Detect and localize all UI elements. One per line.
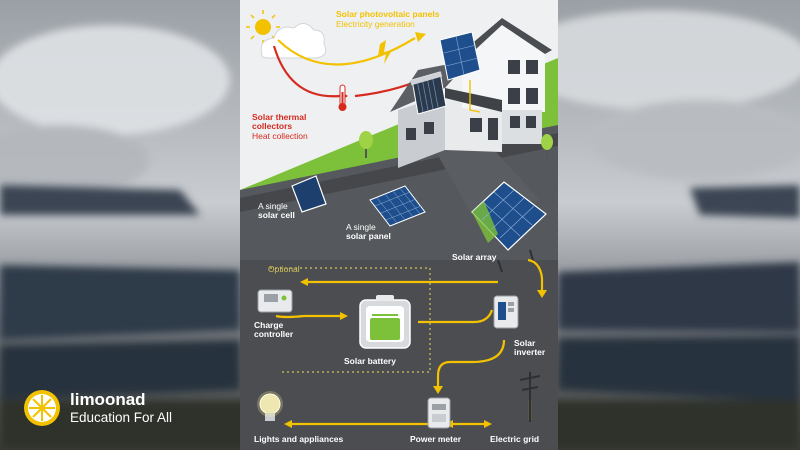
brand-name: limoonad (70, 390, 146, 409)
solar-cell (291, 175, 327, 213)
brand-watermark: limoonad Education For All (22, 388, 172, 433)
lights-label: Lights and appliances (254, 434, 344, 444)
pv-title-text: Solar photovoltaic panels (336, 9, 440, 19)
pv-energy-arrow (277, 37, 416, 66)
infographic-drawing (240, 0, 558, 450)
battery-icon (359, 295, 411, 349)
panel-label-line1: A single (346, 222, 376, 232)
roof-pv-panels (439, 31, 481, 81)
heat-energy-arrow (272, 45, 341, 98)
meter-label: Power meter (410, 434, 462, 444)
pv-title: Solar photovoltaic panels (336, 9, 439, 19)
thermal-title-line2: collectors (252, 121, 293, 131)
inverter-label-line1: Solar (514, 338, 536, 348)
lemon-slice-icon (24, 390, 60, 426)
inverter (493, 295, 519, 329)
battery-label: Solar battery (344, 356, 396, 366)
lightning-icon (378, 40, 392, 64)
power-flow-lines (275, 258, 544, 426)
sun-icon (246, 10, 280, 44)
charge-label-line1: Charge (254, 320, 284, 330)
thermometer-icon (338, 84, 347, 111)
thermal-collector (410, 71, 447, 115)
solar-array (471, 181, 547, 273)
brand-tagline: Education For All (70, 410, 173, 425)
pv-subtitle-text: Electricity generation (336, 19, 415, 29)
charge-label-line2: controller (254, 329, 294, 339)
optional-label: Optional (268, 264, 300, 274)
inverter-label-line2: inverter (514, 347, 546, 357)
pv-subtitle: Electricity generation (336, 19, 415, 29)
electric-pylon-icon (519, 372, 541, 422)
grid-label: Electric grid (490, 434, 540, 444)
thermal-title-line1: Solar thermal (252, 112, 307, 122)
thermal-subtitle: Heat collection (252, 131, 308, 141)
cell-label-line2: solar cell (258, 210, 295, 220)
tree-icon (359, 131, 553, 158)
optional-dotted-boundary (270, 267, 431, 373)
cell-label-line1: A single (258, 201, 288, 211)
solar-panel (369, 185, 426, 227)
panel-label-line2: solar panel (346, 231, 391, 241)
solar-system-infographic: Solar photovoltaic panels Electricity ge… (240, 0, 558, 450)
power-meter (427, 397, 451, 429)
array-label: Solar array (452, 252, 497, 262)
light-bulb-icon (257, 391, 283, 421)
charge-controller (257, 289, 293, 313)
